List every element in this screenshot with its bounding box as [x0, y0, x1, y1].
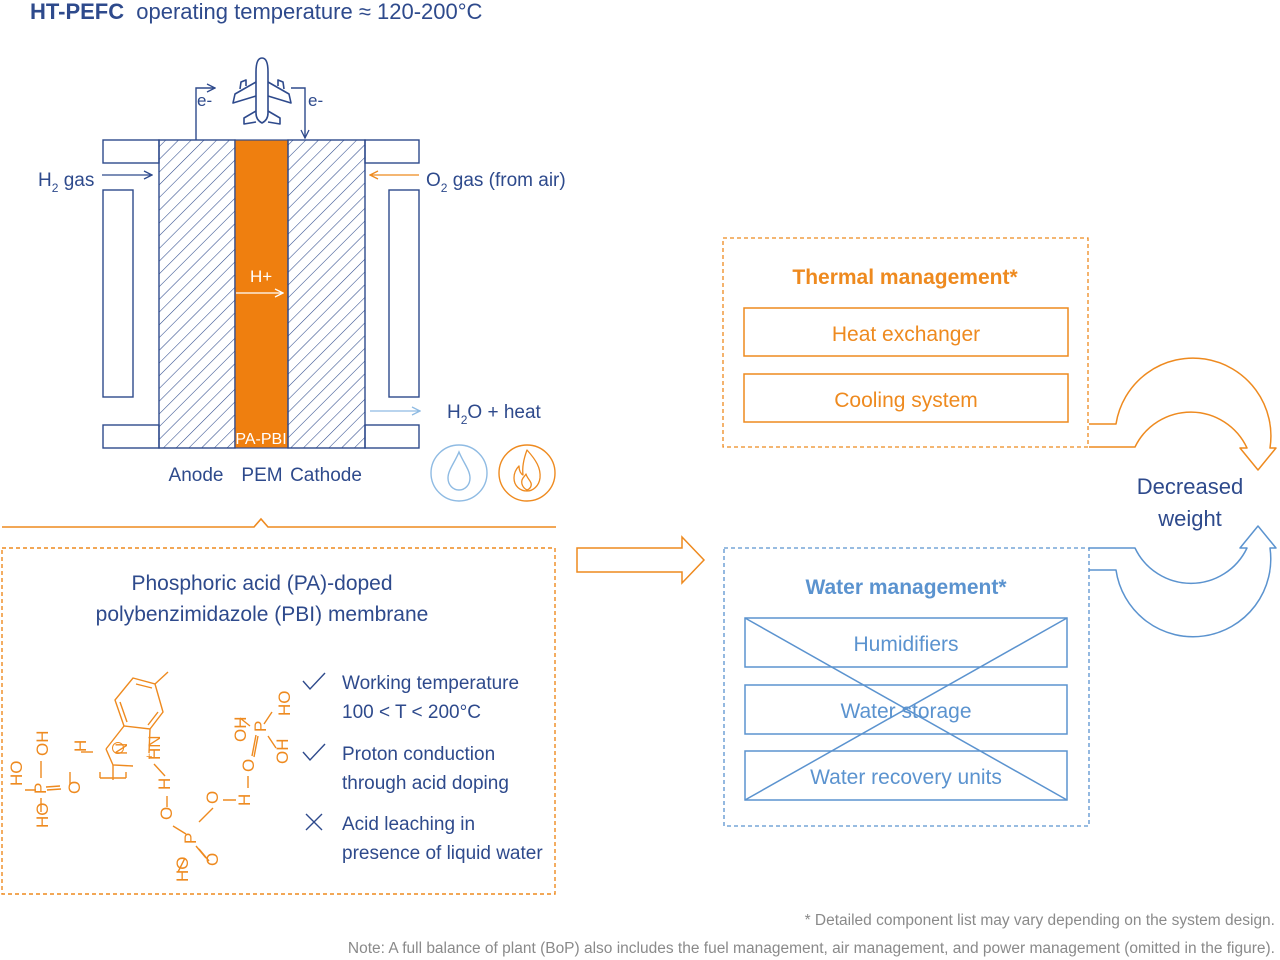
check-icon	[302, 743, 326, 762]
electron-label-left: e-	[197, 91, 212, 110]
water-drop-icon	[430, 444, 488, 502]
h2-gas-label: H2 gas	[38, 170, 94, 195]
svg-text:OH: OH	[231, 717, 250, 743]
svg-text:N: N	[112, 743, 131, 755]
thermal-item	[743, 307, 1069, 357]
svg-text:Proton conduction: Proton conduction	[342, 744, 495, 765]
electron-label-right: e-	[308, 91, 323, 110]
property-item: Proton conduction through acid doping	[302, 743, 509, 794]
svg-text:HO: HO	[33, 803, 52, 829]
svg-text:100 < T < 200°C: 100 < T < 200°C	[342, 702, 481, 723]
svg-text:HO: HO	[275, 691, 294, 717]
membrane-title-line1: Phosphoric acid (PA)-doped	[131, 572, 392, 595]
svg-text:HO: HO	[7, 761, 26, 787]
water-item	[744, 617, 1068, 668]
water-management-box: Water management* Humidifiers Water stor…	[723, 547, 1090, 827]
svg-text:O: O	[203, 853, 222, 866]
callout-bracket	[2, 517, 556, 528]
svg-text:O: O	[203, 791, 222, 804]
svg-text:Acid leaching in: Acid leaching in	[342, 814, 475, 835]
cathode-flow-plate-top	[364, 139, 420, 164]
svg-text:P: P	[181, 833, 200, 844]
anode-flow-plate-top	[102, 139, 160, 164]
svg-text:P: P	[251, 721, 270, 732]
membrane-title-line2: polybenzimidazole (PBI) membrane	[96, 603, 429, 626]
svg-text:HN: HN	[145, 735, 164, 760]
flow-arrow	[576, 535, 706, 585]
water-curved-arrow	[1089, 525, 1277, 638]
svg-text:presence of liquid water: presence of liquid water	[342, 843, 543, 864]
proton-label: H+	[250, 267, 272, 286]
cathode-layer	[287, 139, 366, 449]
products-label: H2O + heat	[447, 402, 542, 427]
footnote-asterisk: * Detailed component list may vary depen…	[805, 912, 1275, 929]
cathode-flow-plate-bottom	[364, 424, 420, 449]
anode-layer	[158, 139, 236, 449]
pem-membrane	[234, 139, 289, 449]
water-item-label: Humidifiers	[853, 633, 958, 656]
fuel-cell: e- e- H2 gas O2 gas (from air) H+ PA-PBI…	[38, 57, 566, 502]
svg-text:Working temperature: Working temperature	[342, 673, 519, 694]
svg-text:OH: OH	[273, 739, 292, 765]
water-item-label: Water storage	[840, 700, 971, 723]
page-title: HT-PEFC operating temperature ≈ 120-200°…	[30, 0, 483, 24]
water-title: Water management*	[805, 576, 1007, 599]
svg-text:HO: HO	[173, 857, 192, 883]
thermal-title: Thermal management*	[792, 266, 1018, 289]
water-item	[744, 750, 1068, 801]
footnote-note: Note: A full balance of plant (BoP) also…	[348, 940, 1275, 957]
electron-path-left	[195, 88, 215, 140]
anode-flow-plate-middle	[102, 189, 134, 398]
thermal-item	[743, 373, 1069, 423]
anode-flow-plate-bottom	[102, 424, 160, 449]
result-line1: Decreased	[1137, 474, 1243, 499]
cross-icon	[305, 813, 323, 831]
flame-icon	[498, 444, 556, 502]
svg-text:O: O	[65, 781, 84, 794]
svg-text:H: H	[235, 794, 254, 806]
thermal-curved-arrow	[1089, 357, 1277, 471]
cathode-label: Cathode	[290, 465, 362, 486]
svg-text:H: H	[155, 778, 174, 790]
thermal-item-label: Heat exchanger	[832, 323, 980, 346]
water-item	[744, 684, 1068, 735]
result-line2: weight	[1157, 506, 1222, 531]
svg-text:P: P	[31, 783, 50, 794]
svg-text:+: +	[146, 751, 152, 763]
electron-path-right	[291, 87, 305, 138]
svg-text:through acid doping: through acid doping	[342, 773, 509, 794]
pem-label: PEM	[241, 465, 282, 486]
anode-label: Anode	[169, 465, 224, 486]
property-item: Acid leaching in presence of liquid wate…	[305, 813, 543, 864]
molecule-atom-labels: N + HN H O P OH HO HO H O P O O HO H O P…	[7, 691, 294, 883]
membrane-label: PA-PBI	[235, 431, 286, 448]
check-icon	[302, 672, 326, 691]
svg-text:O: O	[239, 759, 258, 772]
thermal-item-label: Cooling system	[834, 389, 978, 412]
svg-text:H: H	[71, 740, 90, 752]
membrane-detail-box: Phosphoric acid (PA)-doped polybenzimida…	[1, 547, 556, 895]
title-rest: operating temperature ≈ 120-200°C	[136, 0, 482, 24]
cathode-flow-plate-middle	[388, 189, 420, 398]
thermal-management-box: Thermal management* Heat exchanger Cooli…	[722, 237, 1089, 448]
title-bold: HT-PEFC	[30, 0, 124, 24]
svg-text:OH: OH	[33, 731, 52, 757]
water-item-label: Water recovery units	[810, 766, 1002, 789]
pbi-molecule-structure	[25, 671, 277, 873]
o2-gas-label: O2 gas (from air)	[426, 170, 566, 195]
property-item: Working temperature 100 < T < 200°C	[302, 672, 519, 723]
svg-text:O: O	[157, 807, 176, 820]
strike-through-line	[744, 617, 1068, 801]
airplane-icon	[232, 57, 292, 125]
